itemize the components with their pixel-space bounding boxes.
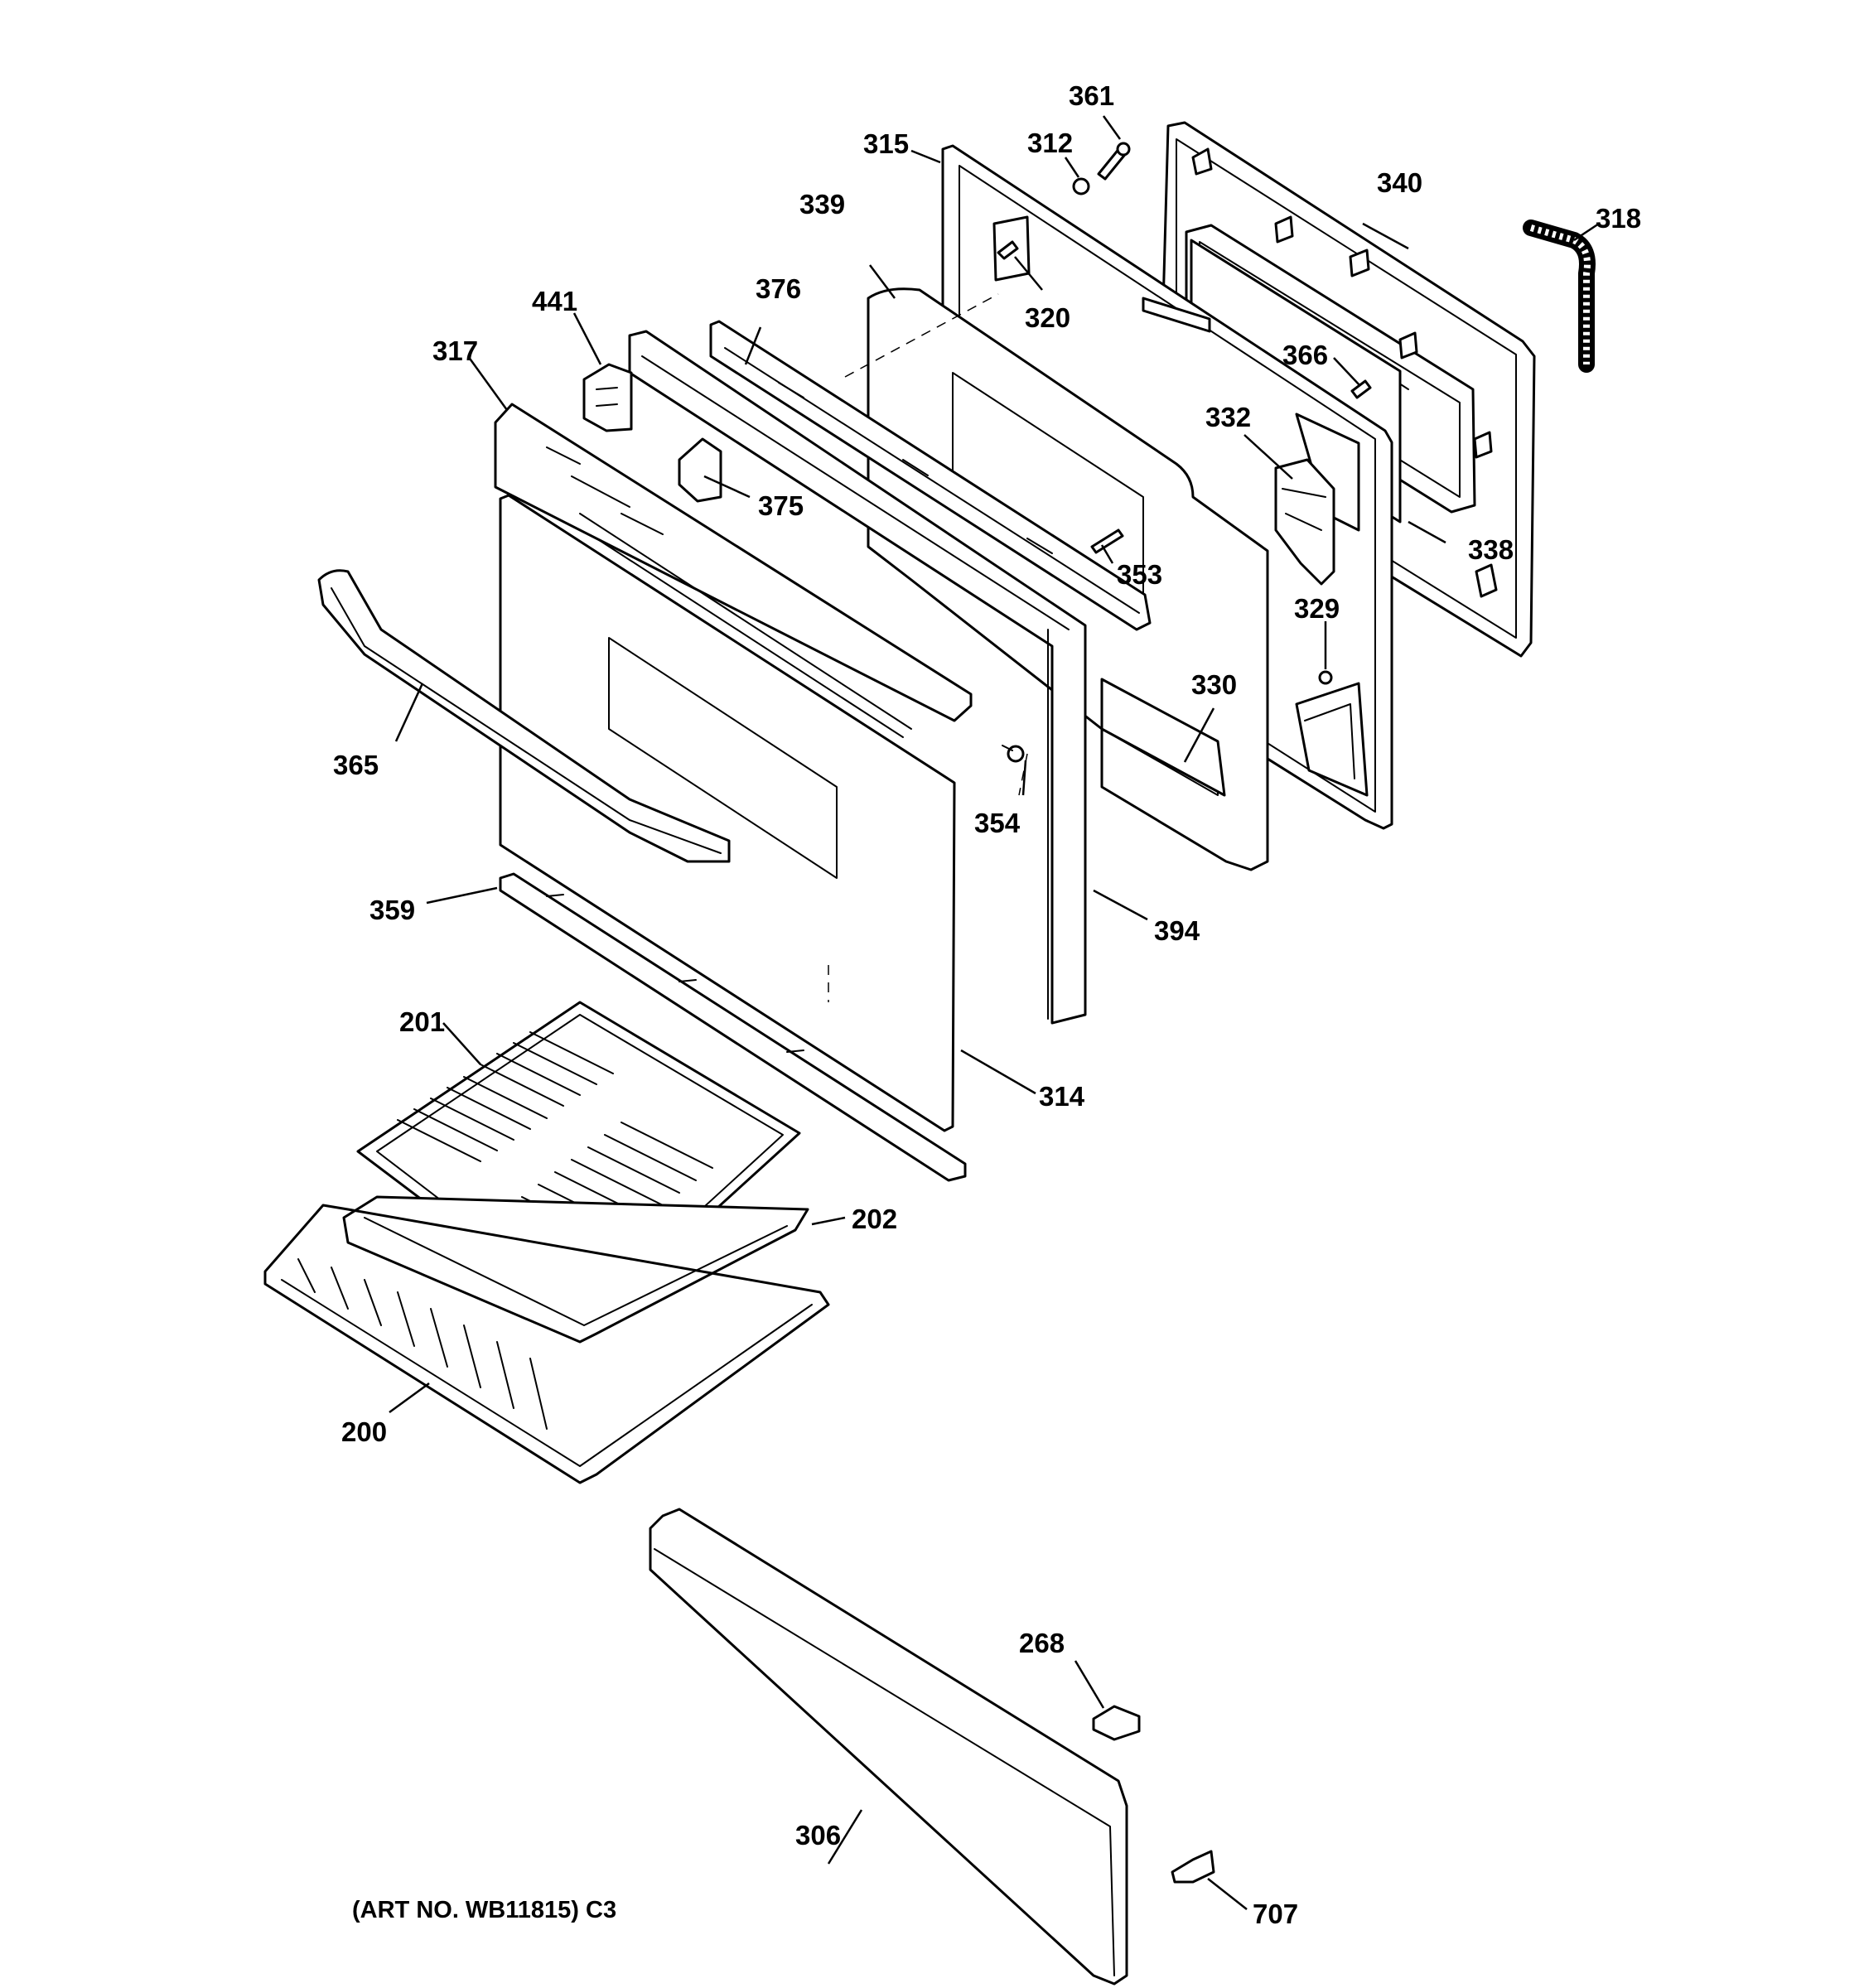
part-375-bracket bbox=[678, 437, 722, 503]
callout-332: 332 bbox=[1205, 402, 1251, 432]
part-202-broiler-pan bbox=[342, 1195, 809, 1344]
callout-338: 338 bbox=[1468, 534, 1514, 565]
part-314-outer-door-front bbox=[499, 494, 956, 1132]
callout-339: 339 bbox=[799, 189, 845, 220]
part-707-clip bbox=[1171, 1850, 1215, 1884]
callout-340: 340 bbox=[1377, 167, 1422, 198]
part-317-door-top-trim bbox=[494, 403, 973, 722]
part-318-door-gasket bbox=[1523, 220, 1596, 373]
callout-318: 318 bbox=[1596, 203, 1641, 234]
callout-359: 359 bbox=[369, 895, 415, 925]
part-365-door-handle bbox=[317, 569, 731, 863]
part-312-nut bbox=[1072, 177, 1090, 195]
callout-361: 361 bbox=[1069, 80, 1114, 111]
callout-320: 320 bbox=[1025, 302, 1070, 333]
callout-268: 268 bbox=[1019, 1628, 1065, 1658]
callout-365: 365 bbox=[333, 750, 379, 780]
part-361-screw bbox=[1097, 142, 1131, 181]
part-330-liner-window bbox=[1100, 678, 1226, 797]
part-306-drawer-front bbox=[649, 1508, 1128, 1986]
callout-labels: 361 312 315 339 340 318 320 376 441 317 … bbox=[333, 80, 1641, 1929]
callout-353: 353 bbox=[1117, 559, 1162, 590]
callout-306: 306 bbox=[795, 1820, 841, 1850]
callout-312: 312 bbox=[1027, 128, 1073, 158]
part-200-oven-rack bbox=[263, 1204, 830, 1484]
callout-317: 317 bbox=[432, 335, 478, 366]
part-353-screw bbox=[1090, 528, 1124, 554]
art-number-caption: (ART NO. WB11815) C3 bbox=[352, 1897, 616, 1923]
part-366-screw bbox=[1350, 379, 1372, 399]
callout-200: 200 bbox=[341, 1416, 387, 1447]
part-332-insulation-block bbox=[1274, 458, 1335, 586]
callout-329: 329 bbox=[1294, 593, 1340, 624]
part-329-screw bbox=[1318, 670, 1333, 685]
part-268-clip bbox=[1092, 1705, 1141, 1741]
callout-354: 354 bbox=[974, 808, 1021, 838]
callout-330: 330 bbox=[1191, 669, 1237, 700]
callout-201: 201 bbox=[399, 1006, 445, 1037]
callout-441: 441 bbox=[532, 286, 577, 316]
callout-376: 376 bbox=[756, 273, 801, 304]
callout-314: 314 bbox=[1039, 1081, 1085, 1112]
part-394-door-frame-channel bbox=[628, 330, 1087, 1025]
part-376-vent-strip bbox=[709, 320, 1152, 631]
callout-375: 375 bbox=[758, 490, 804, 521]
callout-394: 394 bbox=[1154, 915, 1200, 946]
callout-707: 707 bbox=[1253, 1899, 1298, 1929]
part-320-screw bbox=[997, 240, 1019, 260]
callout-202: 202 bbox=[852, 1204, 897, 1234]
part-354-screw bbox=[1002, 745, 1025, 763]
callout-315: 315 bbox=[863, 128, 909, 159]
part-359-door-bottom-trim bbox=[499, 872, 967, 1182]
part-441-hinge-bracket bbox=[582, 363, 633, 432]
leader-lines bbox=[389, 115, 1600, 1910]
callout-366: 366 bbox=[1282, 340, 1328, 370]
